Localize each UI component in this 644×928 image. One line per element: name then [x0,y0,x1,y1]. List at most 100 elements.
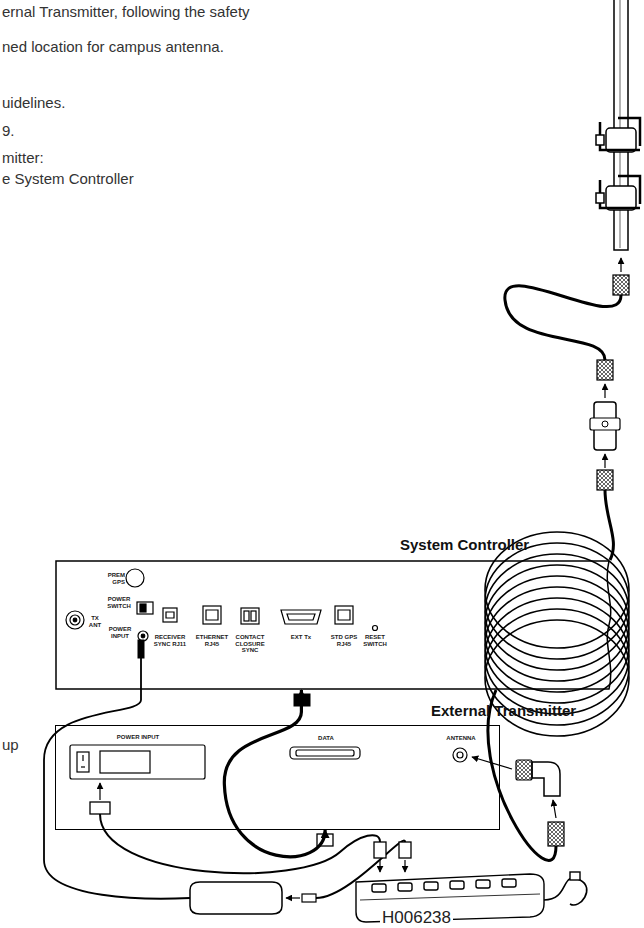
power-cords [302,894,316,902]
port-label: STD GPS RJ45 [329,634,359,647]
antenna-mast [606,186,636,210]
port-label: POWER INPUT [105,626,135,639]
controller-panel-parts [70,615,80,625]
antenna-cable-end [532,762,560,796]
antenna-mast [600,122,640,208]
transmitter-panel-parts [296,750,354,756]
port-label: ETHERNET RJ45 [195,634,229,647]
controller-panel-parts [241,608,259,624]
port-label: POWER INPUT [108,734,168,741]
power-strip [450,881,464,889]
antenna-cable-end [553,800,556,818]
power-cords [399,842,411,858]
power-cords [286,897,300,898]
power-cords [138,640,144,658]
instruction-text: ernal Transmitter, following the safety [2,3,250,21]
instruction-text: 9. [2,122,15,140]
antenna-mast [614,0,628,250]
controller-panel-parts [66,611,84,629]
antenna-cable-end [472,757,512,769]
antenna-cable [505,286,621,360]
antenna-mast [596,193,604,203]
antenna-cable [620,258,621,272]
controller-panel-parts [335,606,353,624]
instruction-text: mitter: [2,149,44,167]
power-cords [379,860,380,872]
antenna-cable [602,421,608,427]
antenna-cable [604,454,605,468]
controller-panel-parts [141,634,145,638]
controller-panel-parts [287,614,315,620]
transmitter-panel-parts [457,752,463,758]
controller-panel-parts [66,569,378,641]
antenna-cable [613,275,629,295]
antenna-cable-end [516,760,532,780]
transmitter-panel-parts [81,766,85,767]
antenna-mast [620,0,621,248]
controller-panel-parts [137,602,153,614]
transmitter-panel-parts [77,752,89,772]
controller-panel-parts [251,611,256,621]
controller-panel-parts [73,618,77,622]
antenna-cable [597,360,613,380]
controller-panel-parts [140,604,146,612]
antenna-mast [596,0,640,250]
port-label: RECEIVER SYNC RJ11 [152,634,188,647]
transmitter-panel: External TransmitterPOWER INPUTDATAANTEN… [55,725,500,830]
panel-outline-path [56,561,611,689]
transmitter-panel-parts [100,751,150,773]
controller-panel-parts [166,612,174,618]
power-strip [424,882,438,890]
power-cords [374,842,386,858]
power-cords [100,814,380,873]
port-label: POWER SWITCH [105,596,133,609]
controller-panel-parts [203,606,221,624]
transmitter-panel-parts [453,748,467,762]
power-strip [398,883,412,891]
power-cords [99,783,100,800]
panel-heading: External Transmitter [431,702,576,719]
controller-panel-parts [338,610,350,620]
power-strip [372,884,386,892]
port-label: RESET SWITCH [361,634,389,647]
instruction-text: up [2,736,19,754]
instruction-text: e System Controller [2,170,134,188]
controller-panel: System ControllerPREM GPSTX ANTPOWER SWI… [55,560,615,690]
port-label: PREM GPS [101,572,125,585]
power-cords [190,882,282,914]
port-label: CONTACT CLOSURE SYNC [232,634,268,654]
power-strip [570,872,580,880]
power-strip [476,880,490,888]
figure-number: H006238 [380,909,453,927]
antenna-cable [597,470,613,490]
port-label: ANTENNA [441,735,481,742]
panel-heading: System Controller [400,536,529,553]
antenna-mast [606,128,636,152]
transmitter-panel-parts [290,747,360,759]
antenna-cable-end [548,822,564,846]
antenna-cable [505,258,629,560]
port-label: DATA [306,735,346,742]
instruction-text: uidelines. [2,94,65,112]
port-label: TX ANT [87,615,103,628]
controller-panel-parts [206,610,218,620]
data-cable [224,690,325,857]
panel-outline [55,560,615,690]
controller-panel-parts [163,608,177,622]
antenna-mast [596,135,604,145]
controller-panel-parts [244,611,249,621]
controller-panel-parts [126,569,144,587]
antenna-mast [618,118,640,204]
coil-loop [485,598,629,714]
power-strip [360,894,540,900]
antenna-cable [590,418,620,430]
transmitter-panel-parts [82,755,83,761]
controller-panel-parts [281,610,321,624]
power-strip [544,878,587,905]
antenna-cable [604,384,605,398]
power-cords [44,640,411,914]
port-label: EXT Tx [284,634,318,641]
